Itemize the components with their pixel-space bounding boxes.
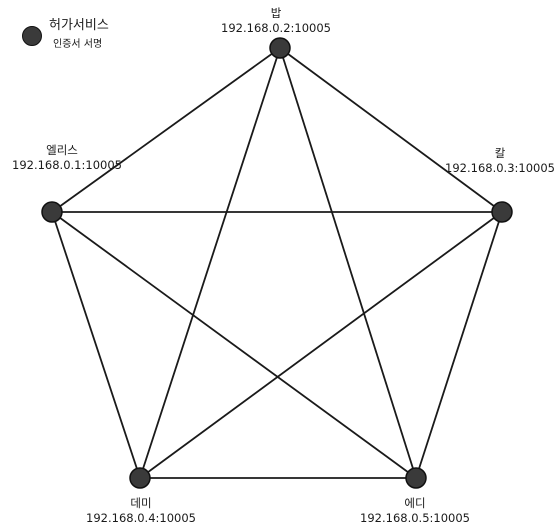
edge-alice-demi bbox=[51, 211, 141, 479]
node-name: 엘리스 bbox=[46, 143, 78, 157]
node-group bbox=[41, 37, 513, 489]
node-address: 192.168.0.1:10005 bbox=[12, 158, 122, 172]
edge-bob-demi bbox=[139, 47, 281, 479]
edge-bob-carl bbox=[279, 47, 503, 213]
node-name: 에디 bbox=[404, 496, 426, 510]
node-eddie bbox=[405, 467, 427, 489]
node-alice bbox=[41, 201, 63, 223]
node-carl bbox=[491, 201, 513, 223]
edge-alice-eddie bbox=[51, 211, 417, 479]
node-bob bbox=[269, 37, 291, 59]
node-demi bbox=[129, 467, 151, 489]
legend-node-icon bbox=[22, 26, 42, 46]
legend-title: 허가서비스 bbox=[49, 18, 109, 33]
node-address: 192.168.0.5:10005 bbox=[360, 511, 470, 525]
node-label-demi: 데미 192.168.0.4:10005 bbox=[86, 496, 196, 526]
edge-alice-bob bbox=[51, 47, 281, 213]
legend-subtitle: 인증서 서명 bbox=[53, 39, 103, 50]
node-label-eddie: 에디 192.168.0.5:10005 bbox=[360, 496, 470, 526]
node-label-alice: 엘리스 192.168.0.1:10005 bbox=[12, 143, 122, 173]
node-name: 칼 bbox=[494, 146, 506, 160]
node-name: 밥 bbox=[270, 6, 282, 20]
edge-carl-demi bbox=[139, 211, 503, 479]
edge-carl-eddie bbox=[415, 211, 503, 479]
edge-bob-eddie bbox=[279, 47, 417, 479]
edge-group bbox=[51, 47, 503, 479]
node-label-carl: 칼 192.168.0.3:10005 bbox=[445, 146, 554, 176]
node-address: 192.168.0.2:10005 bbox=[221, 21, 331, 35]
node-name: 데미 bbox=[130, 496, 152, 510]
node-label-bob: 밥 192.168.0.2:10005 bbox=[221, 6, 331, 36]
node-address: 192.168.0.3:10005 bbox=[445, 161, 554, 175]
node-address: 192.168.0.4:10005 bbox=[86, 511, 196, 525]
